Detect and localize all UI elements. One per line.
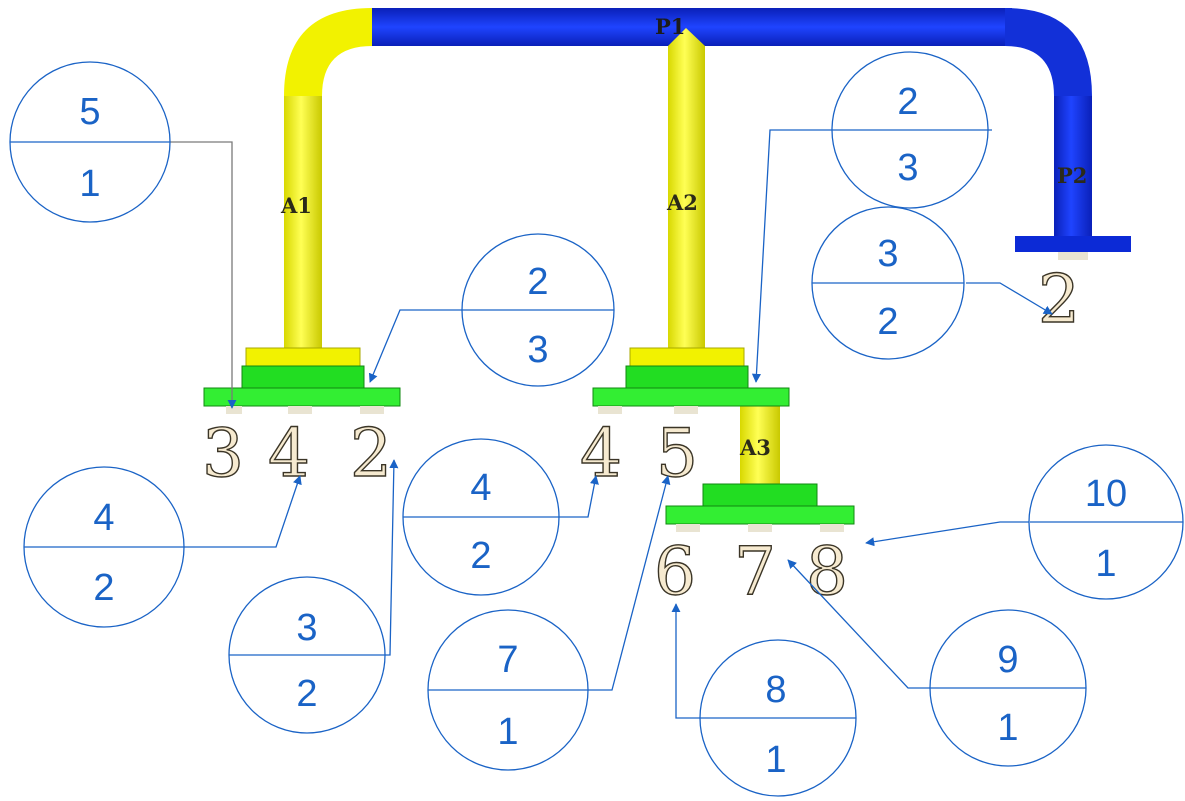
leader-line [865,521,1030,547]
process-pipe-stub [1058,252,1088,260]
balloon-top: 4 [470,467,491,509]
pipe-label-a1: A1 [280,193,312,218]
flange-stub [674,406,698,414]
item-number: 6 [654,533,696,610]
balloon-top: 3 [296,607,317,649]
pipe-label-a3: A3 [739,435,771,460]
flange-group-a2 [592,347,790,414]
collar-yellow [245,347,361,369]
leader-line [966,282,1053,315]
flange-stub [226,406,242,414]
pipe-label-p1: P1 [655,14,685,39]
collar-green [241,365,365,389]
process-pipe-drop [1054,96,1092,236]
item-number: 4 [268,415,310,492]
flange-group-a3 [665,483,855,532]
balloon-bottom: 2 [877,301,898,343]
leader-line [588,475,671,691]
balloon-top: 5 [79,91,100,133]
balloon-bottom: 2 [93,567,114,609]
balloon-bottom: 1 [1095,543,1116,585]
balloon: 10 1 [1028,444,1184,600]
leader-line [170,141,237,409]
flange-stub [748,524,772,532]
balloon-bottom: 2 [470,535,491,577]
item-number: 5 [656,415,698,492]
balloon-bottom: 3 [527,329,548,371]
flange-stub [598,406,622,414]
balloon: 4 2 [402,438,560,596]
process-pipe-flange [1015,236,1131,252]
leader-line [787,559,930,689]
balloon-bottom: 3 [897,147,918,189]
balloon-bottom: 1 [79,163,100,205]
assembly-pipe-a2 [668,28,705,350]
process-pipe-elbow [1005,8,1092,96]
balloon-top: 3 [877,233,898,275]
balloon: 2 3 [461,233,615,387]
balloon-bottom: 1 [997,707,1018,749]
item-number: 2 [350,415,392,492]
balloon: 8 1 [699,639,857,797]
assembly-pipe-elbow [284,8,372,96]
balloon-top: 8 [765,669,786,711]
leader-line [558,475,599,518]
leader-line [385,459,399,656]
balloon: 3 2 [228,576,386,734]
balloon: 3 2 [811,206,965,360]
balloon-top: 10 [1085,473,1127,515]
collar-green [625,365,749,389]
balloon-top: 7 [497,639,518,681]
collar-yellow [629,347,745,369]
item-number: 7 [734,533,776,610]
pipe-network [284,8,1131,486]
item-number: 8 [806,533,848,610]
balloon: 2 3 [831,51,989,209]
flange-plate [592,387,790,407]
pipe-label-p2: P2 [1057,163,1087,188]
flange-plate [665,505,855,525]
flange-plate [203,387,401,407]
flange-stub [676,524,700,532]
flange-stub [288,406,312,414]
balloon: 9 1 [929,609,1087,767]
balloon-top: 2 [897,81,918,123]
balloon-bottom: 1 [765,739,786,781]
balloon: 4 2 [23,466,185,628]
balloon-top: 9 [997,639,1018,681]
flange-group-a1 [203,347,401,414]
collar-green [702,483,818,509]
assembly-pipe-a1 [284,96,322,350]
balloon: 5 1 [9,61,171,223]
flange-stub [820,524,844,532]
leader-line [671,603,700,719]
assembly-pipe-a3 [740,404,780,486]
leader-line [184,475,302,548]
item-number: 2 [1038,261,1080,338]
balloon-top: 2 [527,261,548,303]
balloon-top: 4 [93,497,114,539]
balloon-bottom: 1 [497,711,518,753]
balloon-bottom: 2 [296,673,317,715]
balloon-group: 5 1 2 3 2 3 3 2 4 2 3 2 4 [9,51,1184,797]
item-number: 3 [202,415,244,492]
flange-stub [360,406,384,414]
pipe-label-a2: A2 [666,190,698,215]
balloon: 7 1 [427,609,589,771]
item-number: 4 [580,415,622,492]
